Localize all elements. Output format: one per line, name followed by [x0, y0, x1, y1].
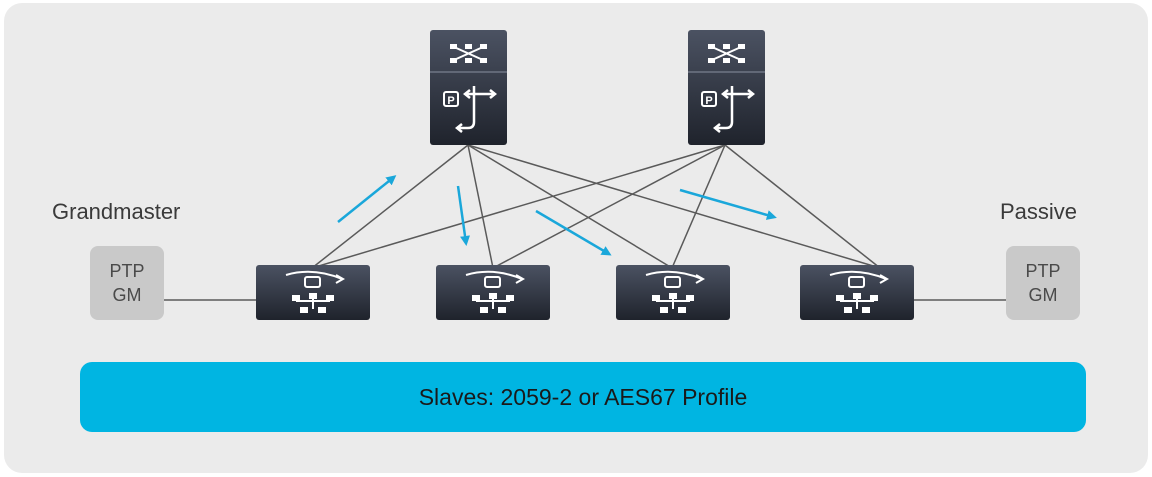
ptp-box-line1: PTP [1025, 261, 1061, 281]
ptp-router-icon: P [701, 86, 756, 133]
arrow-1 [337, 175, 397, 223]
ptp-box-line2: GM [1028, 285, 1058, 305]
svg-text:P: P [447, 95, 454, 107]
leaf-switch-1 [256, 265, 370, 320]
switch-icon [708, 44, 745, 63]
spine-switch-2: P [688, 30, 765, 145]
leaf-switch-icon [829, 270, 890, 313]
ptp-box-line1: PTP [109, 261, 145, 281]
link-lines [164, 144, 1006, 301]
arrow-3 [535, 209, 612, 256]
leaf-switch-icon [465, 270, 526, 313]
slaves-profile-text: Slaves: 2059-2 or AES67 Profile [418, 383, 748, 410]
link-spine1-leaf3 [467, 144, 673, 269]
grandmaster-label: Grandmaster [52, 199, 181, 224]
link-spine2-leaf1 [311, 144, 726, 269]
link-spine2-leaf2 [492, 144, 726, 269]
spine-switch-1: P [430, 30, 507, 145]
arrow-2 [456, 185, 470, 246]
leaf-switch-2 [436, 265, 550, 320]
passive-label: Passive [1000, 199, 1078, 224]
leaf-switch-icon [645, 270, 706, 313]
link-spine1-leaf2 [467, 144, 494, 269]
leaf-switch-3 [616, 265, 730, 320]
leaf-switch-4 [800, 265, 914, 320]
leaf-switch-icon [285, 270, 346, 313]
link-spine1-leaf1 [311, 144, 469, 269]
link-spine2-leaf4 [724, 144, 881, 269]
link-spine1-leaf4 [467, 144, 881, 269]
switch-icon [450, 44, 487, 63]
link-spine2-leaf3 [671, 144, 726, 269]
ptp-box-line2: GM [112, 285, 142, 305]
ptp-router-icon: P [443, 86, 498, 133]
slaves-profile-bar: Slaves: 2059-2 or AES67 Profile [80, 362, 1086, 432]
ptp-flow-arrows [337, 175, 777, 256]
arrow-4 [679, 188, 777, 220]
ptp-gm-passive-box: PTP GM [1006, 246, 1080, 320]
svg-text:P: P [705, 95, 712, 107]
ptp-gm-grandmaster-box: PTP GM [90, 246, 164, 320]
background-panel [4, 3, 1148, 473]
